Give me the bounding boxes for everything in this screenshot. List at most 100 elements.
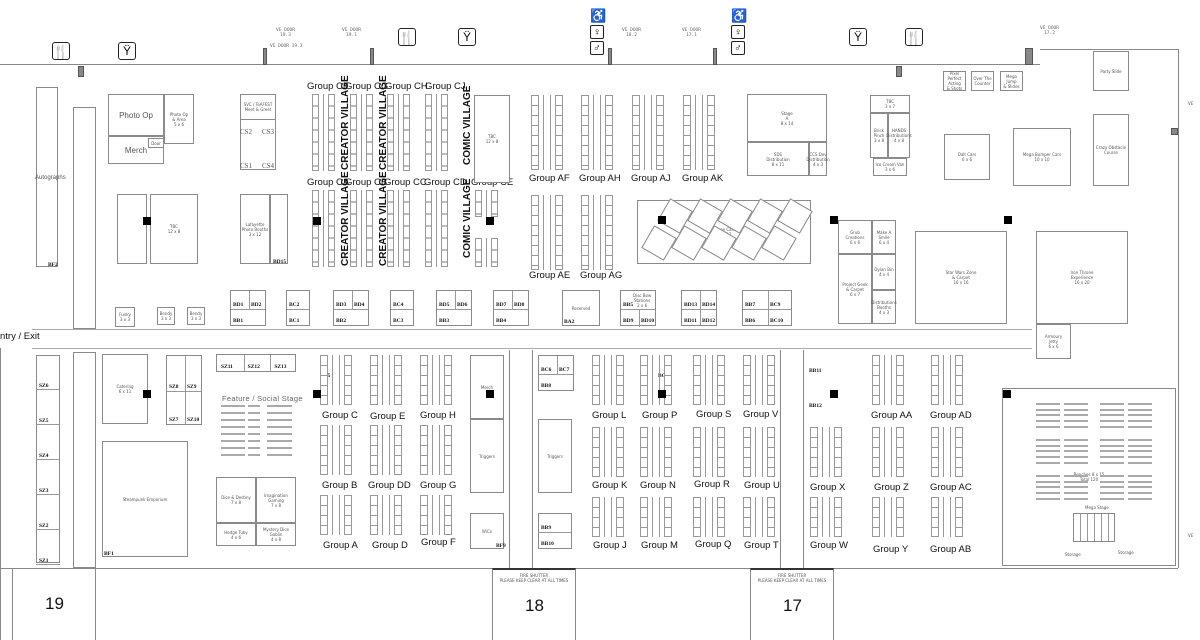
cocktail-icon[interactable]: Ÿ: [849, 28, 867, 46]
booth-label[interactable]: BD14: [702, 302, 716, 308]
booth-label[interactable]: BD9: [623, 318, 634, 324]
booth-label[interactable]: BC2: [289, 302, 300, 308]
table-cluster[interactable]: [872, 427, 906, 477]
booth-label[interactable]: BD12: [702, 318, 716, 324]
group-label[interactable]: Group A: [323, 540, 358, 551]
booth-label[interactable]: BB11: [809, 368, 822, 374]
booth-label[interactable]: BD15: [273, 259, 287, 265]
group-label[interactable]: Group U: [744, 480, 780, 491]
booth-label[interactable]: BD7: [496, 302, 507, 308]
group-label[interactable]: Group CJ: [425, 81, 466, 92]
group-label[interactable]: Group CB: [345, 177, 388, 188]
group-label[interactable]: Group CC: [384, 177, 427, 188]
table-cluster[interactable]: [420, 425, 454, 475]
table-cluster[interactable]: [370, 355, 404, 405]
booth-label[interactable]: BF2: [48, 262, 58, 268]
booth-label[interactable]: BD2: [251, 302, 262, 308]
booth-label[interactable]: BC3: [393, 318, 404, 324]
booth-label[interactable]: BB2: [336, 318, 347, 324]
group-label[interactable]: Group F: [421, 537, 456, 548]
seating-zone-label[interactable]: SZ3: [39, 488, 49, 494]
group-label[interactable]: Group V: [743, 409, 779, 420]
group-label[interactable]: Group R: [694, 479, 730, 490]
booth-label[interactable]: BB6: [745, 318, 756, 324]
group-label[interactable]: Group CA: [307, 177, 350, 188]
table-cluster[interactable]: [387, 190, 411, 267]
table-cluster[interactable]: [387, 94, 411, 171]
group-label[interactable]: Group X: [810, 482, 846, 493]
table-cluster[interactable]: [743, 497, 777, 537]
booth-label[interactable]: BA2: [564, 319, 575, 325]
table-cluster[interactable]: [872, 497, 906, 537]
booth-label[interactable]: BB12: [809, 403, 822, 409]
room-steampunk[interactable]: Steampunk Emporium: [102, 441, 188, 557]
group-label[interactable]: Group S: [696, 409, 732, 420]
seating-zone-label[interactable]: SZ2: [39, 523, 49, 529]
room-reserved[interactable]: Reserved: [562, 290, 600, 326]
group-label[interactable]: Group J: [593, 540, 627, 551]
table-cluster[interactable]: [370, 425, 404, 475]
booth-label[interactable]: CS3: [262, 128, 275, 136]
table-cluster[interactable]: [632, 95, 666, 170]
booth-label[interactable]: BB9: [541, 525, 552, 531]
group-label[interactable]: Group M: [641, 540, 678, 551]
group-label[interactable]: Group Y: [873, 544, 909, 555]
table-cluster[interactable]: [810, 427, 844, 477]
booth-label[interactable]: BD8: [514, 302, 525, 308]
room-triggers-1[interactable]: Triggers: [470, 419, 504, 493]
group-label[interactable]: Group B: [322, 480, 358, 491]
group-label[interactable]: Group W: [810, 540, 849, 551]
booth-label[interactable]: BC6: [541, 367, 552, 373]
room-merch-2[interactable]: Merch: [470, 355, 504, 419]
booth-label[interactable]: BD13: [684, 302, 698, 308]
table-cluster[interactable]: [640, 355, 674, 405]
table-cluster[interactable]: [693, 427, 727, 477]
table-cluster[interactable]: [743, 427, 777, 477]
room-party-slide[interactable]: Party Slide: [1093, 51, 1129, 91]
table-cluster[interactable]: [872, 355, 906, 405]
table-cluster[interactable]: [425, 94, 449, 171]
booth-label[interactable]: BF1: [104, 551, 114, 557]
mega-stage-label[interactable]: Mega Stage: [1085, 505, 1109, 510]
booth-label[interactable]: SZ9: [187, 384, 197, 390]
group-label[interactable]: Group Q: [695, 539, 732, 550]
seating-zone-label[interactable]: SZ1: [39, 558, 49, 564]
info-point-marker[interactable]: [830, 390, 838, 398]
booth-label[interactable]: BB1: [233, 318, 244, 324]
table-cluster[interactable]: [425, 190, 449, 267]
group-label[interactable]: Group AA: [871, 410, 913, 421]
booth-label[interactable]: BC4: [393, 302, 404, 308]
group-label[interactable]: Group DD: [368, 480, 411, 491]
table-cluster[interactable]: [370, 495, 404, 535]
autographs-zone[interactable]: Autographs: [35, 87, 66, 267]
group-label[interactable]: Group P: [642, 410, 678, 421]
seating-zone-label[interactable]: SZ4: [39, 453, 49, 459]
table-cluster[interactable]: [420, 355, 454, 405]
seating-zone-label[interactable]: SZ6: [39, 383, 49, 389]
booth-label[interactable]: SZ10: [187, 417, 200, 423]
table-cluster[interactable]: [350, 190, 374, 267]
booth-label[interactable]: SZ13: [274, 364, 287, 370]
group-label[interactable]: Group L: [592, 410, 627, 421]
info-point-marker[interactable]: [143, 217, 151, 225]
info-point-marker[interactable]: [1004, 216, 1012, 224]
